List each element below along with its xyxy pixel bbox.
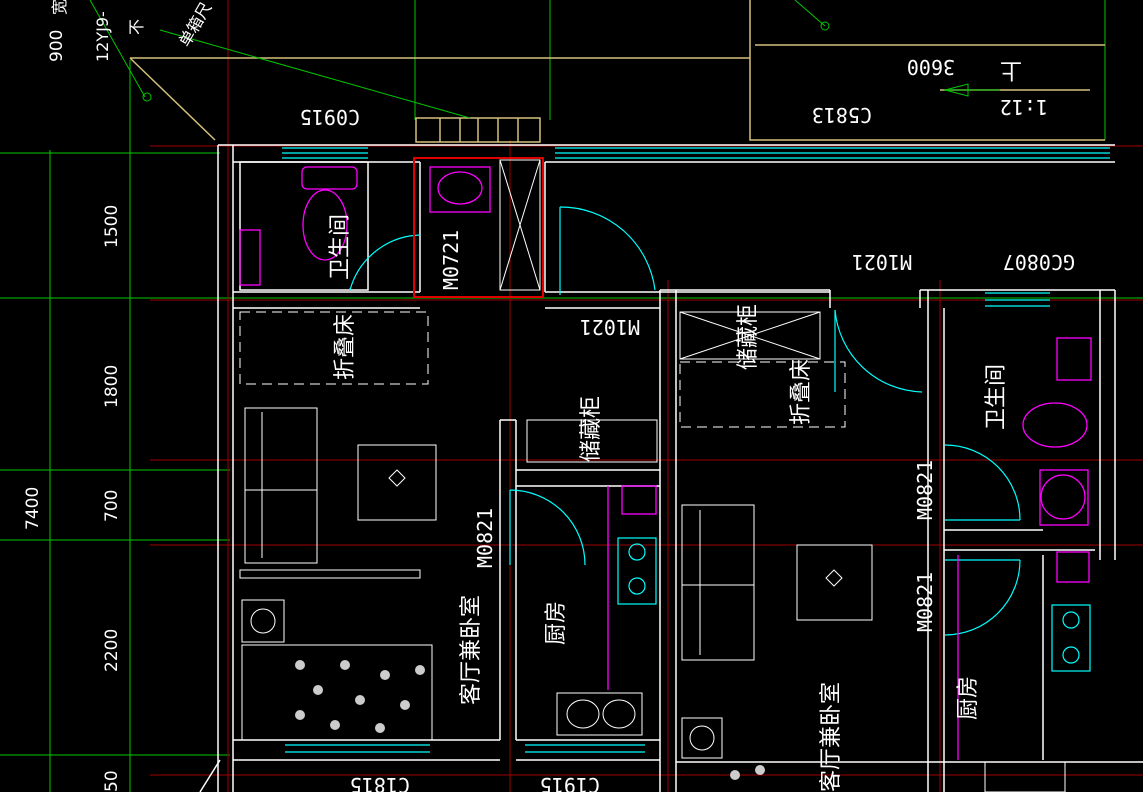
window-code-labels: C0915 C5813 GC0807 C1815 C1915 xyxy=(300,103,1075,792)
dim-1500: 1500 xyxy=(102,205,122,248)
top-left-notes: 12YJ9- 宽 不 单箱尺 xyxy=(50,0,215,62)
top-right-labels: 3600 1:12 上 xyxy=(907,55,1048,119)
table-ornaments xyxy=(388,469,843,587)
left-dimension-labels: 900 1500 1800 700 7400 2200 50 xyxy=(23,30,122,792)
dim-700: 700 xyxy=(102,490,122,522)
dim-900: 900 xyxy=(47,30,67,62)
note-box-size: 单箱尺 xyxy=(175,0,215,50)
room-kitchen-right: 厨房 xyxy=(956,676,981,720)
room-foldbed-right: 折叠床 xyxy=(789,359,814,425)
room-living-left: 客厅兼卧室 xyxy=(459,595,484,705)
room-labels: 卫生间 折叠床 储藏柜 客厅兼卧室 厨房 储藏柜 折叠床 卫生间 厨房 客厅兼卧… xyxy=(328,214,1009,792)
door-code-labels: M0721 M1021 M1021 M0821 M0821 M0821 xyxy=(439,230,937,632)
room-toilet-left: 卫生间 xyxy=(328,214,353,280)
dim-2200: 2200 xyxy=(102,629,122,672)
roof-outline xyxy=(129,0,1105,143)
slope-arrow xyxy=(943,83,1000,97)
axis-lines xyxy=(150,0,1143,792)
door-m1021-b: M1021 xyxy=(852,250,912,274)
window-c1815: C1815 xyxy=(350,773,410,792)
door-m0821-c: M0821 xyxy=(913,572,937,632)
door-m1021-a: M1021 xyxy=(580,315,640,339)
fixtures xyxy=(239,166,1092,760)
windows xyxy=(282,147,1110,753)
window-c1915: C1915 xyxy=(540,773,600,792)
room-toilet-right: 卫生间 xyxy=(984,364,1009,430)
slope-1-12: 1:12 xyxy=(1000,95,1048,119)
window-c0915: C0915 xyxy=(300,105,360,129)
note-not: 不 xyxy=(127,19,146,35)
room-kitchen-left: 厨房 xyxy=(544,601,569,645)
door-m0821-a: M0821 xyxy=(473,508,497,568)
dim-1800: 1800 xyxy=(102,365,122,408)
door-m0821-b: M0821 xyxy=(913,460,937,520)
dim-7400: 7400 xyxy=(23,487,43,530)
note-standard: 12YJ9- xyxy=(93,11,112,62)
leaders xyxy=(89,0,830,119)
bed-pattern xyxy=(295,660,765,780)
room-storage-right: 储藏柜 xyxy=(736,304,761,370)
selection-highlight[interactable] xyxy=(413,157,544,298)
stair-up: 上 xyxy=(1000,57,1022,82)
note-wide: 宽 xyxy=(50,0,69,15)
dim-3600: 3600 xyxy=(907,55,955,79)
room-living-right: 客厅兼卧室 xyxy=(819,682,844,792)
window-c5813: C5813 xyxy=(812,103,872,127)
room-foldbed-left: 折叠床 xyxy=(333,314,358,380)
door-m0721: M0721 xyxy=(439,230,463,290)
window-gc0807: GC0807 xyxy=(1003,250,1075,274)
dim-50: 50 xyxy=(102,770,122,792)
room-storage-left: 储藏柜 xyxy=(579,396,604,462)
furniture xyxy=(239,159,1066,792)
